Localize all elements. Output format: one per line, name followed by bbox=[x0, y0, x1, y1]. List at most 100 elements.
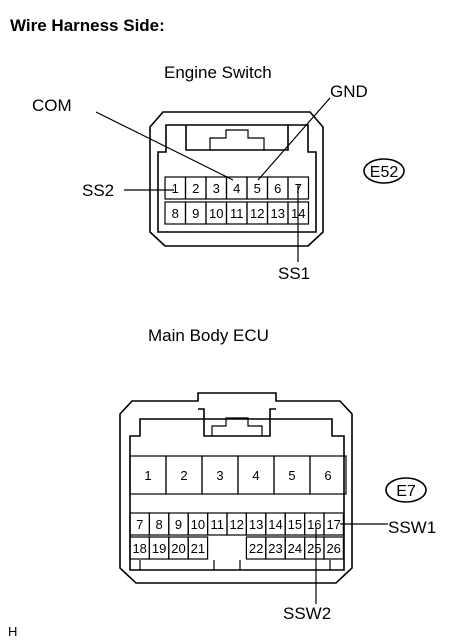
ecu-pin-9-label: 9 bbox=[175, 517, 182, 532]
ecu-pin-26: 26 bbox=[323, 536, 344, 560]
callout-gnd-leader bbox=[257, 97, 331, 181]
ecu-pin-17-label: 17 bbox=[326, 517, 340, 532]
engine-switch-pin-11-label: 11 bbox=[230, 206, 244, 221]
ecu-pin-16: 16 bbox=[304, 512, 325, 536]
ecu-pin-24-label: 24 bbox=[288, 541, 302, 556]
ecu-pin-20-label: 20 bbox=[171, 541, 185, 556]
engine-switch-latch-tab bbox=[209, 129, 265, 150]
ecu-pin-10: 10 bbox=[187, 512, 209, 536]
page-title: Wire Harness Side: bbox=[10, 16, 165, 35]
engine-switch-pin-4: 4 bbox=[225, 176, 248, 200]
ecu-pin-20: 20 bbox=[168, 536, 189, 560]
main-body-ecu-label: Main Body ECU bbox=[148, 326, 269, 345]
engine-switch-pin-10-label: 10 bbox=[209, 206, 223, 221]
ecu-key-notches bbox=[139, 560, 331, 570]
engine-switch-pin-2: 2 bbox=[184, 176, 207, 200]
ecu-pin-1: 1 bbox=[129, 455, 167, 495]
corner-mark: H bbox=[8, 624, 17, 639]
ecu-pin-24: 24 bbox=[284, 536, 306, 560]
engine-switch-pin-4-label: 4 bbox=[233, 181, 240, 196]
ecu-large-pin-row: 1 2 3 4 5 6 bbox=[129, 455, 347, 495]
ecu-pin-4: 4 bbox=[237, 455, 275, 495]
ecu-pin-10-label: 10 bbox=[191, 517, 205, 532]
ecu-pin-25-label: 25 bbox=[307, 541, 321, 556]
engine-switch-pin-9: 9 bbox=[184, 201, 207, 225]
ecu-pin-6-label: 6 bbox=[324, 468, 331, 483]
ecu-pin-23-label: 23 bbox=[268, 541, 282, 556]
engine-switch-badge: E52 bbox=[370, 164, 399, 181]
ecu-pin-22-label: 22 bbox=[249, 541, 263, 556]
ecu-pin-6-box bbox=[309, 455, 347, 495]
ecu-pin-21-box bbox=[187, 536, 209, 560]
engine-switch-pin-3-label: 3 bbox=[213, 181, 220, 196]
callout-com-leader bbox=[95, 111, 234, 181]
ecu-pin-26-box bbox=[323, 536, 344, 560]
engine-switch-pin-1: 1 bbox=[164, 176, 187, 200]
ecu-pin-12: 12 bbox=[226, 512, 247, 536]
ecu-pin-7: 7 bbox=[129, 512, 150, 536]
ecu-pin-13: 13 bbox=[245, 512, 267, 536]
engine-switch-pin-10: 10 bbox=[205, 201, 228, 225]
ecu-pin-4-label: 4 bbox=[252, 468, 259, 483]
ecu-badge-outline bbox=[385, 477, 427, 503]
ecu-pin-21: 21 bbox=[187, 536, 209, 560]
ecu-pin-25: 25 bbox=[304, 536, 325, 560]
engine-switch-pin-3: 3 bbox=[205, 176, 228, 200]
engine-switch-pin-2-label: 2 bbox=[192, 181, 199, 196]
callout-ss1: SS1 bbox=[278, 264, 310, 283]
engine-switch-latch bbox=[185, 125, 289, 151]
engine-switch-pin-5: 5 bbox=[246, 176, 269, 200]
ecu-pin-15: 15 bbox=[284, 512, 306, 536]
ecu-pin-7-label: 7 bbox=[136, 517, 143, 532]
callout-gnd: GND bbox=[330, 82, 368, 101]
ecu-latch bbox=[198, 408, 276, 437]
engine-switch-pin-1-label: 1 bbox=[172, 181, 179, 196]
ecu-pin-21-label: 21 bbox=[191, 541, 205, 556]
ecu-pin-15-label: 15 bbox=[288, 517, 302, 532]
ecu-pin-2-label: 2 bbox=[180, 468, 187, 483]
ecu-pin-14-label: 14 bbox=[268, 517, 282, 532]
ecu-pin-9: 9 bbox=[168, 512, 189, 536]
ecu-pin-2: 2 bbox=[165, 455, 203, 495]
ecu-pin-26-label: 26 bbox=[326, 541, 340, 556]
callout-ss2: SS2 bbox=[82, 181, 114, 200]
ecu-pin-11-label: 11 bbox=[211, 517, 225, 532]
engine-switch-pin-5-label: 5 bbox=[254, 181, 261, 196]
ecu-badge: E7 bbox=[396, 483, 416, 500]
ecu-pin-1-label: 1 bbox=[144, 468, 151, 483]
ecu-pin-11: 11 bbox=[207, 512, 228, 536]
engine-switch-inner-frame bbox=[157, 124, 317, 233]
ecu-pin-22: 22 bbox=[245, 536, 267, 560]
ecu-pin-5-label: 5 bbox=[288, 468, 295, 483]
ecu-pin-13-label: 13 bbox=[249, 517, 263, 532]
ecu-pin-19-label: 19 bbox=[152, 541, 166, 556]
ecu-inner-frame bbox=[129, 418, 345, 571]
engine-switch-pin-11: 11 bbox=[225, 201, 248, 225]
engine-switch-pin-13-label: 13 bbox=[271, 206, 285, 221]
engine-switch-pin-6: 6 bbox=[266, 176, 289, 200]
engine-switch-pin-8: 8 bbox=[164, 201, 187, 225]
ecu-pin-8: 8 bbox=[148, 512, 170, 536]
ecu-pin-6: 6 bbox=[309, 455, 347, 495]
ecu-pin-18-label: 18 bbox=[132, 541, 146, 556]
engine-switch-pin-8-label: 8 bbox=[172, 206, 179, 221]
ecu-housing bbox=[119, 392, 353, 584]
engine-switch-pin-6-label: 6 bbox=[274, 181, 281, 196]
ecu-pin-8-label: 8 bbox=[155, 517, 162, 532]
engine-switch-pin-9-label: 9 bbox=[192, 206, 199, 221]
engine-switch-pin-13: 13 bbox=[266, 201, 289, 225]
ecu-pin-3-label: 3 bbox=[216, 468, 223, 483]
ecu-pin-16-label: 16 bbox=[307, 517, 321, 532]
engine-switch-housing bbox=[149, 111, 324, 247]
callout-ssw2: SSW2 bbox=[283, 604, 331, 623]
ecu-pin-12-label: 12 bbox=[229, 517, 243, 532]
ecu-pin-19: 19 bbox=[148, 536, 170, 560]
ecu-latch-tab bbox=[211, 417, 263, 436]
engine-switch-pin-12-label: 12 bbox=[250, 206, 264, 221]
engine-switch-pin-12: 12 bbox=[246, 201, 269, 225]
engine-switch-label: Engine Switch bbox=[164, 63, 272, 82]
